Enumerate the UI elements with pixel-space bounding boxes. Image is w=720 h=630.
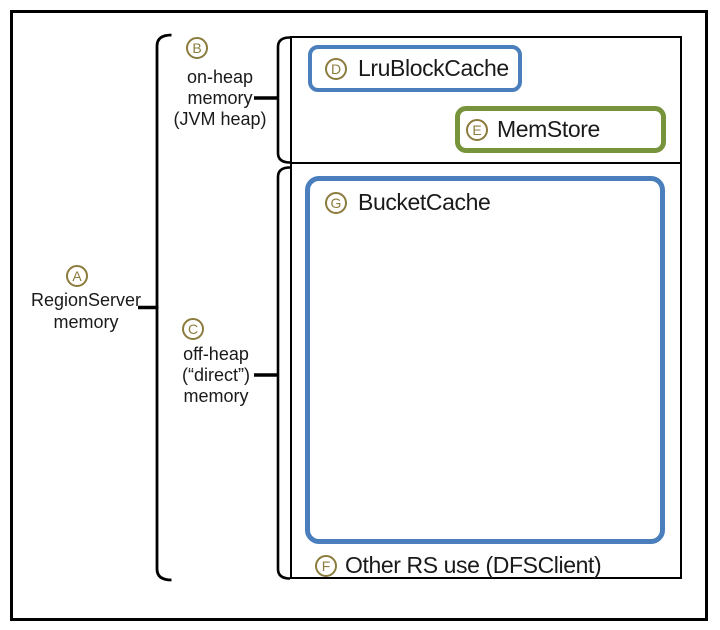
off-heap-line3: memory [183,386,249,406]
off-heap-line1: off-heap [183,344,249,364]
on-heap-line2: memory [187,88,253,108]
lru-block-cache-label: LruBlockCache [358,55,509,81]
bucket-cache-box: G BucketCache [305,176,665,544]
callout-b-badge: B [186,37,208,59]
off-heap-memory-label: C off-heap (“direct”) memory [146,318,286,407]
other-rs-use-label: Other RS use (DFSClient) [345,552,602,578]
callout-c-badge: C [182,318,204,340]
on-heap-line1: on-heap [186,67,254,87]
regionserver-memory-line1: RegionServer [30,290,142,310]
lru-block-cache-box: D LruBlockCache [308,45,522,92]
mem-store-box: E MemStore [455,106,666,153]
callout-g-badge: G [325,191,347,214]
regionserver-memory-line2: memory [53,312,119,332]
on-heap-memory-label: B on-heap memory (JVM heap) [150,37,290,130]
bucket-cache-header: G BucketCache [310,181,491,216]
other-rs-use-row: F Other RS use (DFSClient) [315,552,602,579]
on-heap-section [292,38,680,164]
regionserver-memory-label: A RegionServer memory [16,265,156,333]
callout-f-badge: F [315,554,337,577]
off-heap-line2: (“direct”) [182,365,250,385]
mem-store-label: MemStore [497,116,600,142]
bucket-cache-label: BucketCache [358,189,491,215]
callout-a-badge: A [66,265,88,287]
on-heap-line3: (JVM heap) [173,109,267,129]
callout-e-badge: E [466,118,488,141]
callout-d-badge: D [325,57,347,80]
